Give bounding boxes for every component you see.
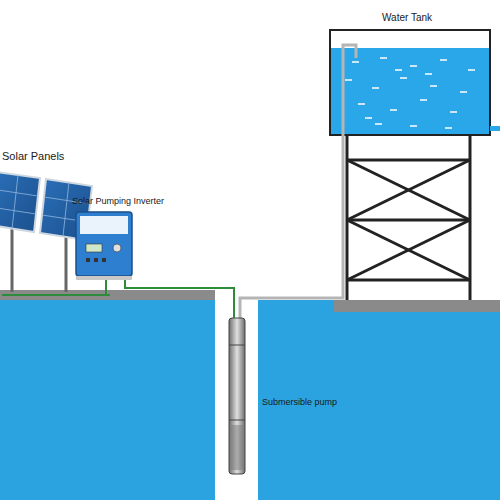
part-label: Submersible pump bbox=[262, 397, 337, 407]
ripple bbox=[430, 85, 437, 87]
ripple bbox=[375, 123, 382, 125]
ground-right bbox=[258, 310, 500, 500]
tower bbox=[347, 135, 470, 300]
pump-motor bbox=[231, 425, 243, 470]
ripple bbox=[410, 65, 417, 67]
ripple bbox=[410, 125, 417, 127]
delivery-pipe bbox=[240, 45, 356, 318]
ripple bbox=[445, 127, 452, 129]
ground-right-top bbox=[258, 300, 334, 312]
ripple bbox=[420, 99, 427, 101]
ripple bbox=[395, 69, 402, 71]
water bbox=[331, 48, 489, 134]
ripple bbox=[352, 61, 359, 63]
slab-right bbox=[334, 300, 500, 312]
ripple bbox=[460, 91, 467, 93]
ripple bbox=[390, 109, 397, 111]
ripple bbox=[358, 103, 365, 105]
solar-pumping-inverter bbox=[76, 212, 132, 280]
ripple bbox=[372, 87, 379, 89]
part-label: Solar Pumping Inverter bbox=[72, 196, 164, 206]
ripple bbox=[440, 59, 447, 61]
ripple bbox=[400, 77, 407, 79]
ripple bbox=[450, 111, 457, 113]
part-label: Solar Panels bbox=[2, 150, 64, 162]
ripple bbox=[365, 117, 372, 119]
ripple bbox=[345, 79, 352, 81]
ripple bbox=[468, 69, 475, 71]
ripple bbox=[425, 73, 432, 75]
part-label: Water Tank bbox=[382, 12, 432, 23]
cable bbox=[2, 280, 234, 318]
water-ripples bbox=[345, 58, 475, 128]
well bbox=[215, 298, 258, 500]
ripple bbox=[380, 57, 387, 59]
ground-left bbox=[0, 298, 215, 500]
outlet-pipe bbox=[490, 126, 500, 131]
submersible-pump bbox=[229, 318, 245, 474]
